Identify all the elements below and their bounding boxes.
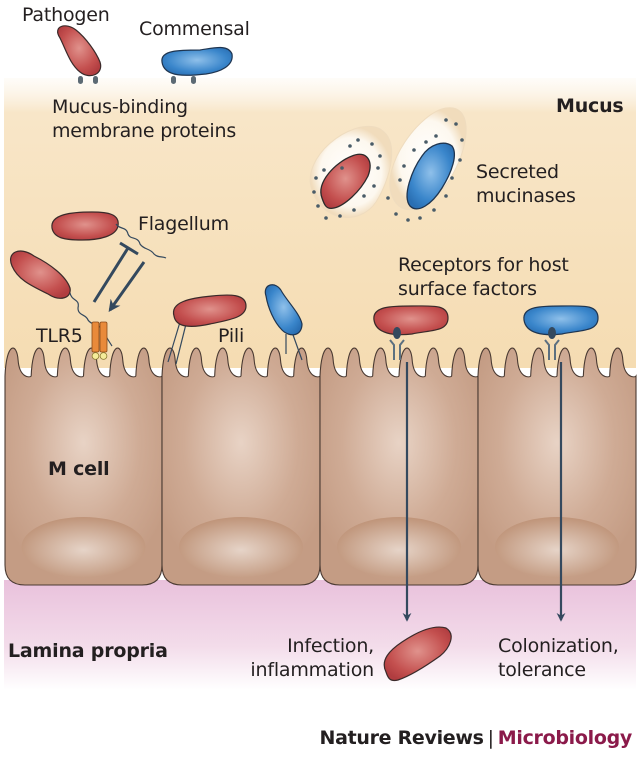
mucinase-dot xyxy=(352,208,356,212)
mucinase-dot xyxy=(322,168,326,172)
mucinase-dot xyxy=(406,218,410,222)
mucinase-dot xyxy=(444,118,448,122)
mucinase-dot xyxy=(386,196,390,200)
mucinase-dot xyxy=(372,184,376,188)
mucinase-dot xyxy=(418,216,422,220)
mucinase-dot xyxy=(378,154,382,158)
mucinase-dot xyxy=(434,134,438,138)
pili-label: Pili xyxy=(218,325,245,347)
activation-arrow xyxy=(108,261,146,312)
mucinase-halo-pathogen xyxy=(309,126,393,218)
mucinase-dot xyxy=(412,148,416,152)
translocated-pathogen xyxy=(383,626,452,682)
cell-nucleus xyxy=(495,517,619,577)
tlr5-label: TLR5 xyxy=(36,325,83,347)
flagellated-pathogen-top xyxy=(51,211,167,259)
commensal-legend-bacterium xyxy=(161,46,233,84)
mucinase-dot xyxy=(444,194,448,198)
mucinase-dot xyxy=(362,194,366,198)
journal-footer: Nature Reviews|Microbiology xyxy=(319,727,632,749)
infection-label-line1: Infection, xyxy=(287,635,374,657)
piliated-commensal xyxy=(264,284,303,361)
mucinase-dot xyxy=(398,178,402,182)
mucinase-dot xyxy=(458,158,462,162)
mucinase-dot xyxy=(454,122,458,126)
mucinase-dot xyxy=(402,164,406,168)
mucinase-dots xyxy=(312,118,464,222)
mucinase-dot xyxy=(356,138,360,142)
receptors-label-line2: surface factors xyxy=(398,278,537,300)
tlr5-receptor xyxy=(91,321,108,360)
colonization-label-line1: Colonization, xyxy=(498,635,619,657)
mucinase-dot xyxy=(432,208,436,212)
mucus-binding-label-line2: membrane proteins xyxy=(52,120,237,142)
receptor-bound-pathogen xyxy=(373,305,449,360)
mucinase-dot xyxy=(314,176,318,180)
pathogen-legend-bacterium xyxy=(57,25,102,84)
mucus-region-label: Mucus xyxy=(556,95,624,117)
mucinase-dot xyxy=(370,142,374,146)
cell-nucleus xyxy=(21,517,146,577)
journal-name: Nature Reviews xyxy=(319,727,484,749)
mucinase-dot xyxy=(450,176,454,180)
m-cell-label: M cell xyxy=(48,458,110,480)
cell-nucleus xyxy=(179,517,303,577)
footer-separator: | xyxy=(487,727,494,749)
piliated-pathogen xyxy=(167,294,247,365)
inhibition-bar xyxy=(119,241,139,256)
mucinase-dot xyxy=(460,138,464,142)
inhibition-line xyxy=(92,247,130,303)
lamina-propria-layer xyxy=(4,580,636,690)
mucinase-dot xyxy=(324,216,328,220)
mucinase-dot xyxy=(394,212,398,216)
mucinase-dot xyxy=(376,166,380,170)
pathogen-label: Pathogen xyxy=(22,4,110,26)
epithelial-cells xyxy=(4,347,637,586)
cell-nucleus xyxy=(337,517,461,577)
infection-label-line2: inflammation xyxy=(250,659,374,681)
colonization-label-line2: tolerance xyxy=(498,659,586,681)
secreted-mucinases-line2: mucinases xyxy=(476,185,576,207)
flagellum-label: Flagellum xyxy=(138,213,229,235)
lamina-propria-label: Lamina propria xyxy=(8,640,168,662)
commensal-label: Commensal xyxy=(139,18,250,40)
secreted-mucinases-line1: Secreted xyxy=(476,161,559,183)
flagellum-top xyxy=(115,223,167,259)
mucinase-dot xyxy=(338,214,342,218)
mucinase-halo-commensal xyxy=(389,107,467,210)
receptor-bound-commensal xyxy=(523,305,599,360)
journal-section: Microbiology xyxy=(497,727,633,749)
mucinase-dot xyxy=(424,140,428,144)
mucinase-dot xyxy=(340,166,344,170)
mucinase-dot xyxy=(348,144,352,148)
mucus-binding-label-line1: Mucus-binding xyxy=(52,96,188,118)
mucinase-dot xyxy=(312,190,316,194)
mucinase-dot xyxy=(316,204,320,208)
receptors-label-line1: Receptors for host xyxy=(398,254,569,276)
